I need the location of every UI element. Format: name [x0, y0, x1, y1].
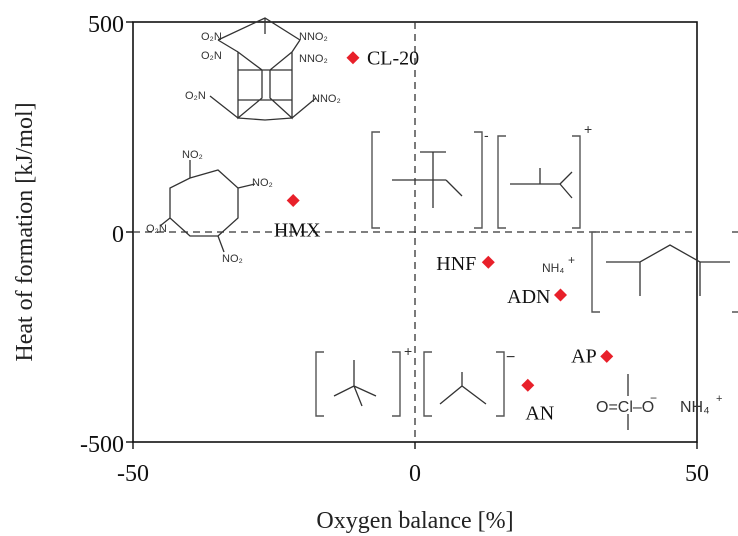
x-tick-label: -50	[117, 461, 149, 487]
data-label-hmx: HMX	[274, 220, 321, 242]
y-tick-label: 0	[112, 222, 124, 248]
x-tick-label: 50	[685, 461, 709, 487]
ap-cation-charge: +	[716, 393, 722, 405]
x-tick-label: 0	[409, 461, 421, 487]
cl20-no2-label: O₂N	[201, 31, 222, 43]
x-axis-label: Oxygen balance [%]	[316, 508, 513, 534]
ap-anion-formula: O=Cl–O	[596, 399, 654, 416]
data-label-cl-20: CL-20	[367, 48, 419, 70]
data-point-adn	[554, 288, 568, 302]
hmx-no2-label: O₂N	[146, 223, 167, 235]
data-label-hnf: HNF	[436, 253, 476, 275]
y-tick-label: -500	[80, 432, 124, 458]
adn-cation-charge: +	[568, 253, 575, 267]
hmx-no2-label: NO₂	[222, 253, 243, 265]
hmx-structure: NO₂ NO₂ O₂N NO₂	[146, 149, 273, 265]
data-point-an	[521, 378, 535, 392]
an-structure: + −	[315, 343, 515, 417]
ap-anion-charge: −	[650, 391, 657, 405]
tick-marks	[126, 21, 698, 449]
an-anion-charge: −	[506, 349, 515, 366]
cl20-no2-label: NNO₂	[299, 31, 328, 43]
cl20-no2-label: O₂N	[201, 50, 222, 62]
adn-structure: NH₄ +	[542, 231, 738, 313]
hnf-cation-charge: +	[584, 121, 592, 137]
cl20-no2-label: NNO₂	[312, 93, 341, 105]
data-point-hnf	[481, 255, 495, 269]
ap-cation-label: NH₄	[680, 399, 710, 416]
adn-cation-label: NH₄	[542, 261, 564, 275]
data-label-adn: ADN	[507, 286, 550, 308]
hnf-structure: - +	[371, 121, 592, 229]
data-label-ap: AP	[571, 345, 597, 367]
data-point-ap	[600, 349, 614, 363]
an-cation-charge: +	[404, 343, 412, 359]
hmx-no2-label: NO₂	[252, 177, 273, 189]
ap-structure: O=Cl–O − NH₄ +	[596, 374, 722, 430]
hnf-anion-charge: -	[484, 127, 489, 143]
cl20-no2-label: O₂N	[185, 90, 206, 102]
cl20-structure: O₂N NNO₂ O₂N NNO₂ O₂N NNO₂	[185, 17, 341, 121]
cl20-no2-label: NNO₂	[299, 53, 328, 65]
y-tick-label: 500	[88, 12, 124, 38]
hmx-no2-label: NO₂	[182, 149, 203, 161]
y-axis-label: Heat of formation [kJ/mol]	[12, 102, 38, 361]
data-point-hmx	[286, 194, 300, 207]
data-label-an: AN	[525, 402, 554, 424]
data-point-cl-20	[346, 51, 360, 65]
